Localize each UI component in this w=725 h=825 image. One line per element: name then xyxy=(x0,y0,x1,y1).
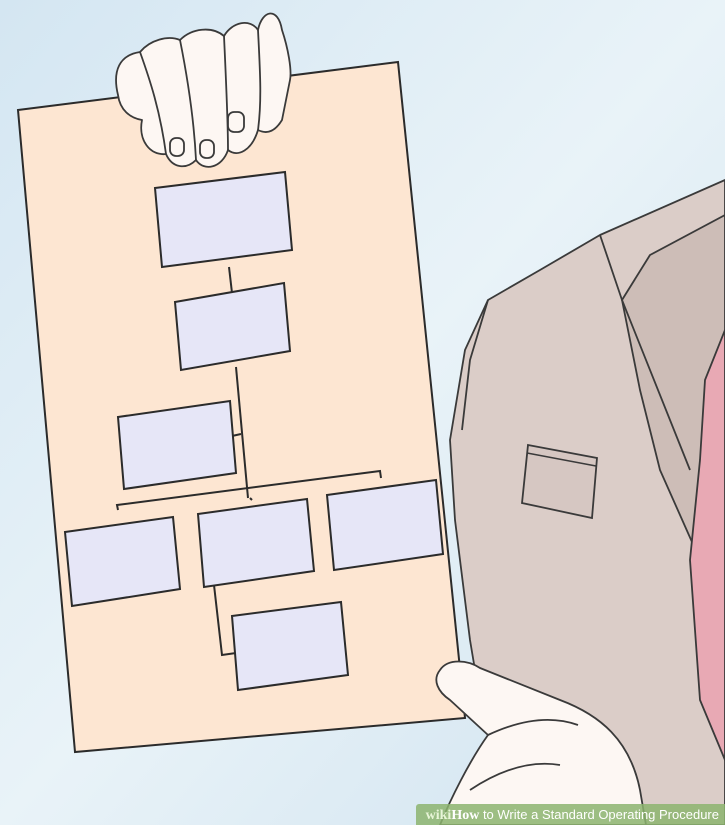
watermark-brand-wiki: wiki xyxy=(426,808,452,823)
wikihow-watermark: wikiHow to Write a Standard Operating Pr… xyxy=(416,804,725,825)
flowchart-node-7 xyxy=(232,602,348,690)
fingernail-icon xyxy=(228,112,244,132)
fingernail-icon xyxy=(170,138,184,156)
watermark-brand-how: How xyxy=(451,808,479,823)
flowchart-node-3 xyxy=(118,401,236,489)
fingernail-icon xyxy=(200,140,214,158)
flowchart-node-1 xyxy=(155,172,292,267)
flowchart-node-6 xyxy=(327,480,443,570)
flowchart-node-4 xyxy=(65,517,180,606)
flowchart-node-5 xyxy=(198,499,314,587)
watermark-title: to Write a Standard Operating Procedure xyxy=(483,807,719,822)
